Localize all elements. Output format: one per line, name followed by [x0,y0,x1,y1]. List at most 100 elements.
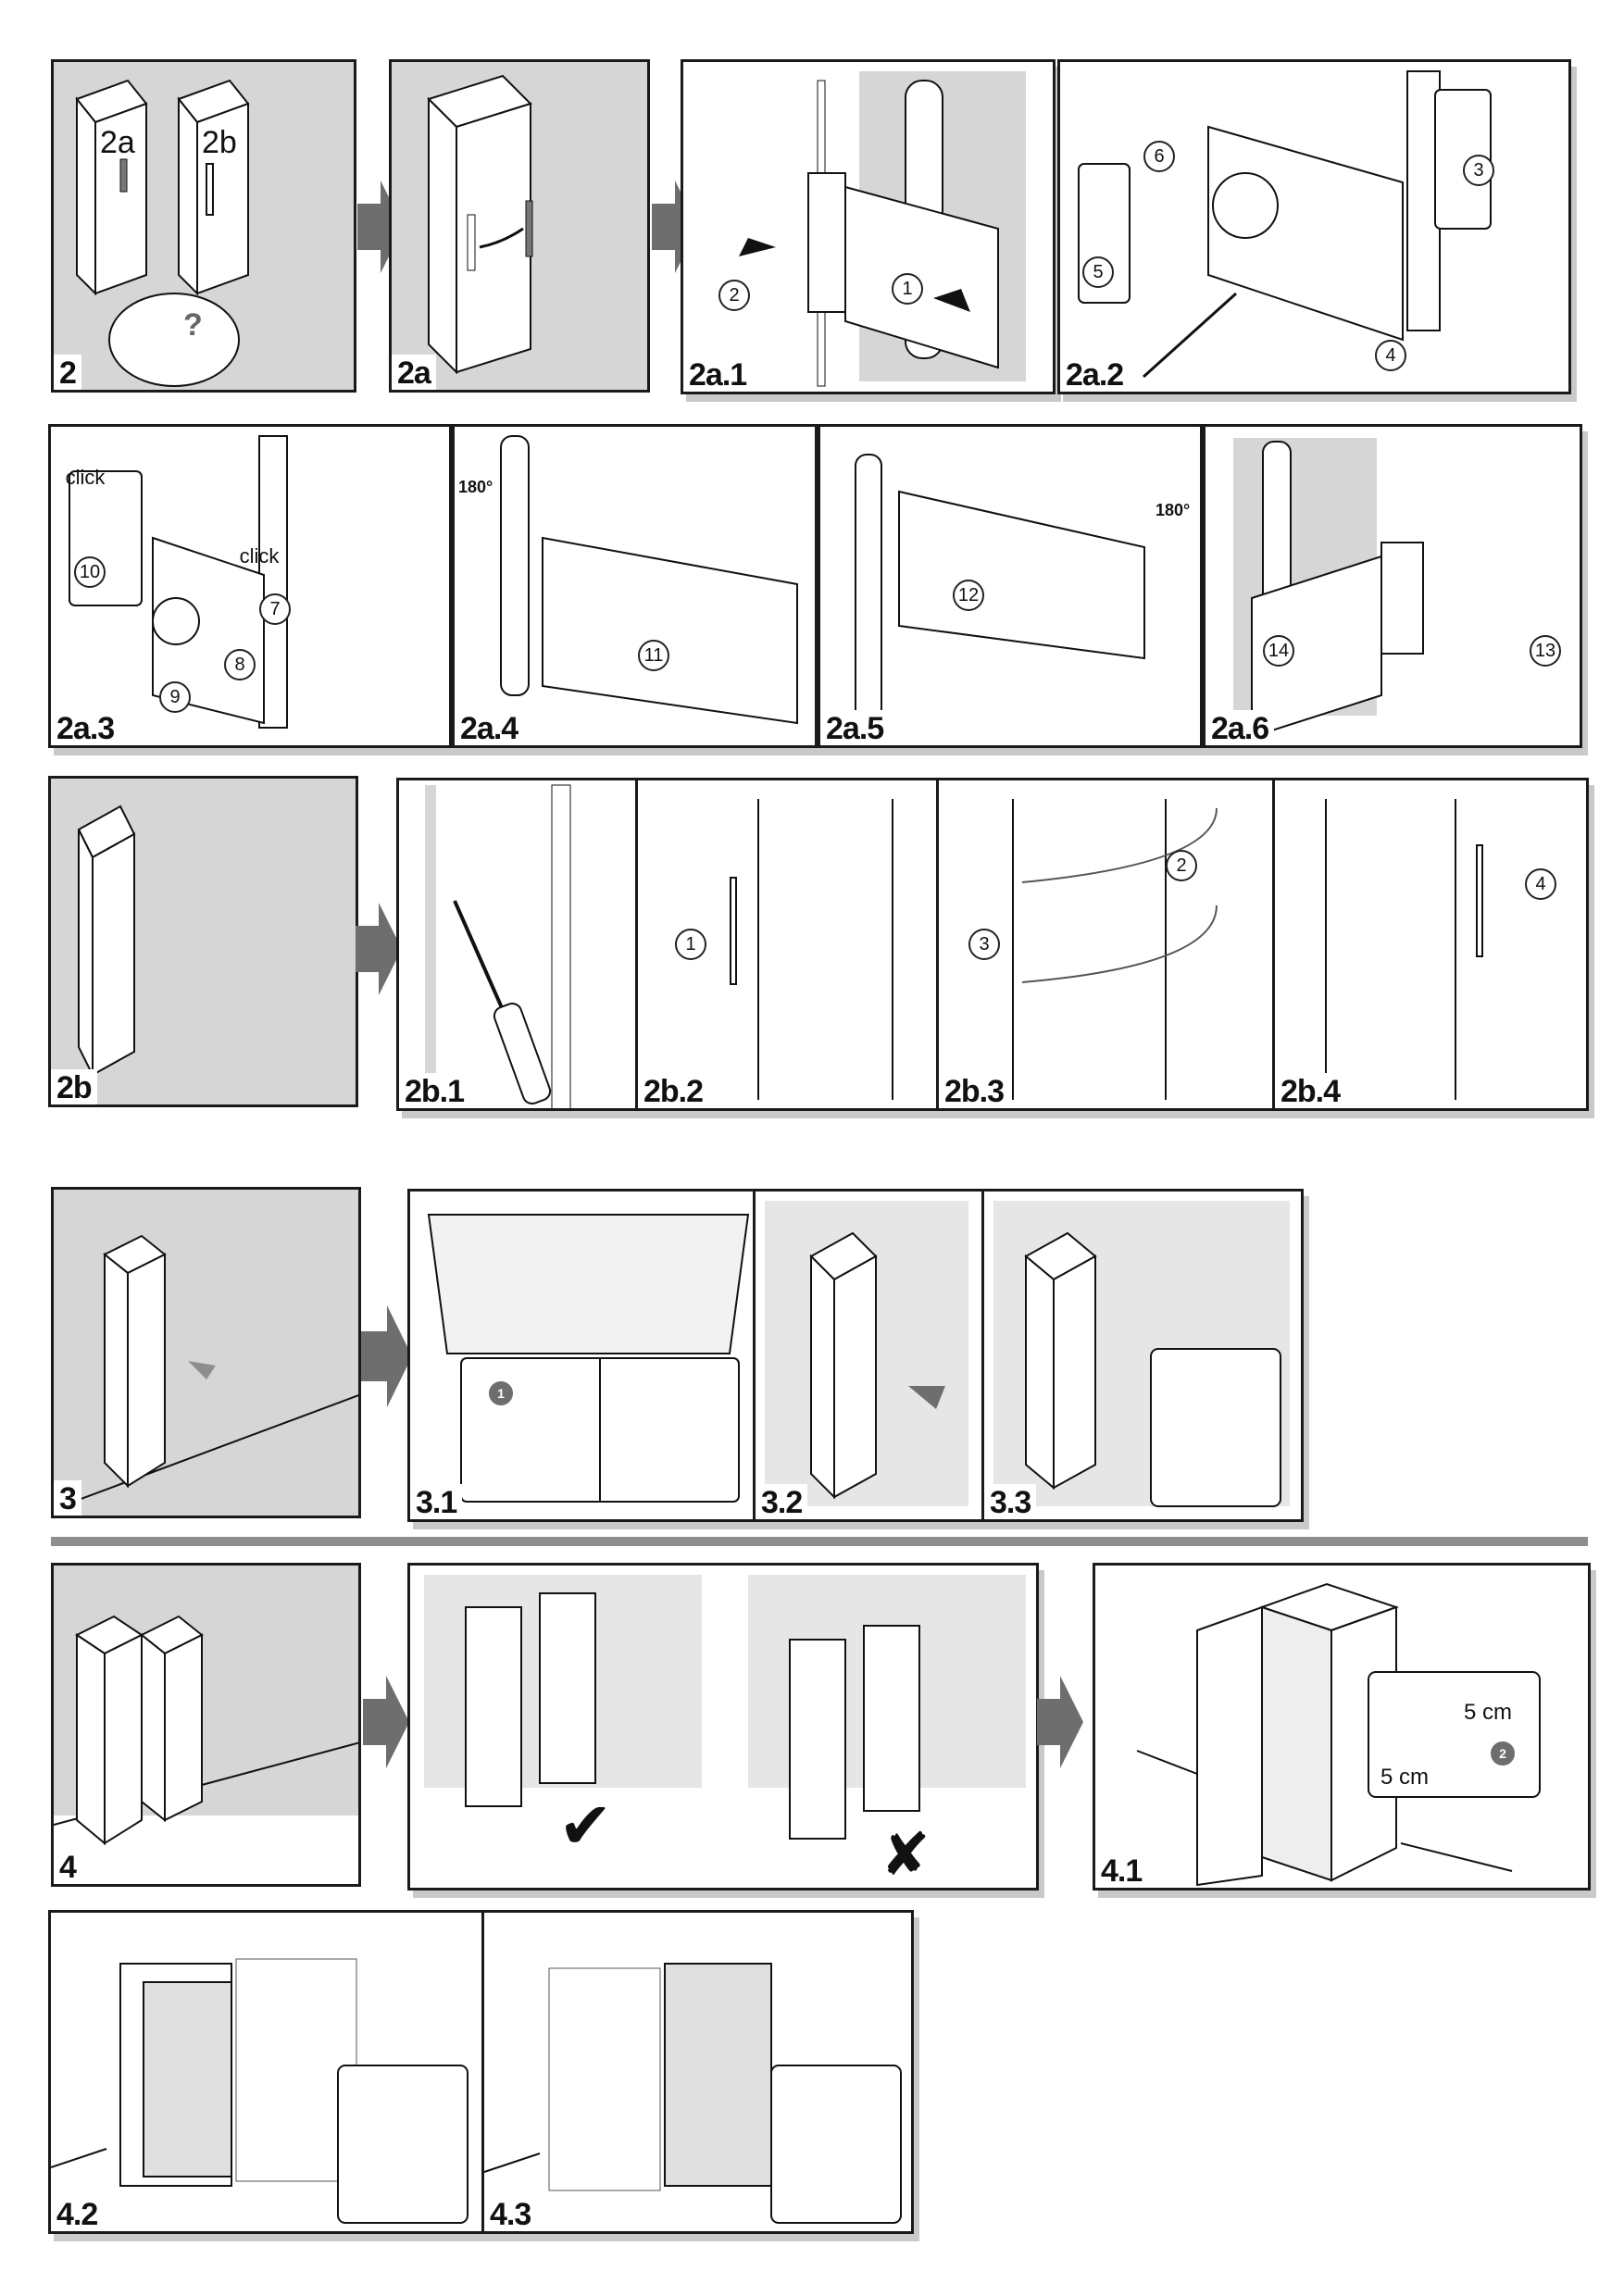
panel-label: 4.1 [1095,1853,1148,1888]
panel-2a-6: 13 14 2a.6 [1203,424,1582,748]
panel-3-2: 3.2 [756,1192,981,1519]
panel-2b-1: 2b.1 [399,780,635,1108]
panel-3: 3 [51,1187,361,1518]
side-by-side-leveling-right-illustration [483,1963,902,2224]
panel-label: 2a.6 [1206,710,1275,745]
click-burst: click [239,544,280,568]
step-number: 10 [74,556,106,588]
step-number: 4 [1525,868,1556,900]
step-number: 6 [1143,141,1175,172]
step-number: 14 [1263,635,1294,667]
panel-4-strip: 4.2 4.3 [48,1910,914,2234]
panel-2a-2: 3 4 5 6 2a.2 [1057,59,1571,394]
panel-2b-4: 4 2b.4 [1275,780,1586,1108]
push-to-wall-illustration [765,1201,968,1506]
panel-3-3: 3.3 [984,1192,1301,1519]
panel-4-2: 4.2 [51,1913,481,2231]
freezer-bar-handle-illustration [77,805,136,1077]
hinge-spring-removal-illustration [1078,70,1492,379]
step-number: 2 [718,280,750,311]
panel-label: 2 [54,355,81,390]
panel-label: 2a [392,355,436,390]
panel-2a-1: 1 2 2a.1 [681,59,1056,394]
divider [753,1192,756,1519]
panel-4-1: 5 cm 5 cm 2 4.1 [1093,1563,1591,1890]
wrong-cross-icon: ✘ [881,1821,931,1888]
hinge-plate-refit-illustration [855,454,1145,742]
step-number: 1 [675,929,706,960]
screwdriver-cap-removal-illustration [425,784,571,1108]
plug-swap-illustration [1012,799,1218,1100]
step-number: 13 [1530,635,1561,667]
rotate-180-icon: 180° [1156,501,1191,519]
panel-label: 3.2 [756,1484,808,1519]
panel-label: 4 [54,1849,81,1884]
correct-check-icon: ✔ [558,1790,613,1862]
next-arrow-icon [361,1305,412,1407]
question-mark-icon: ? [183,307,203,343]
panel-label: 3.3 [984,1484,1037,1519]
panel-label: 2b.2 [638,1073,709,1108]
step-number: 1 [489,1381,513,1405]
gap-dimension-top: 5 cm [1464,1700,1513,1725]
option-2a-text: 2a [100,125,135,160]
two-freezers-illustration [75,79,250,387]
panel-label: 2a.1 [683,356,753,392]
panel-2: 2a 2b ? 2 [51,59,356,393]
side-by-side-leveling-left-illustration [51,1958,468,2224]
divider [981,1192,984,1519]
handle-removal-illustration [730,799,893,1100]
foot-adjustment-illustration [993,1201,1290,1507]
panel-2b-3: 2 3 2b.3 [939,780,1272,1108]
option-2b-text: 2b [202,125,237,160]
next-arrow-icon [356,903,402,995]
panel-label: 2b.4 [1275,1073,1346,1108]
panel-label: 4.3 [484,2196,537,2231]
divider [481,1913,484,2231]
step-number: 4 [1375,340,1406,371]
ventilation-gap-illustration [1136,1582,1541,1887]
panel-label: 2a.3 [51,710,120,745]
panel-2b-2: 1 2b.2 [638,780,936,1108]
freezer-handle-move-illustration [427,74,533,375]
step-number: 2 [1166,850,1197,881]
hinge-plate-screw-illustration [500,435,798,725]
hinge-cover-refit-illustration [1233,438,1424,739]
panel-label: 2b.1 [399,1073,470,1108]
step-number: 12 [953,580,984,611]
spacer-attachment-illustration [427,1214,750,1503]
step-number: 3 [968,929,1000,960]
panel-2a-5: 180° 12 2a.5 [818,424,1203,748]
panel-2b-strip: 2b.1 1 2b.2 2 3 2b.3 4 2b.4 [396,778,1589,1111]
panel-label: 3 [54,1480,81,1516]
divider [1272,780,1275,1108]
section-separator [51,1537,1588,1546]
panel-4-3: 4.3 [483,1913,911,2231]
panel-door-orientation-compare: ✔ ✘ [407,1563,1039,1890]
panel-label: 2a.2 [1060,356,1130,392]
hinge-cover-removal-illustration [739,71,1026,387]
step-number: 7 [259,593,291,625]
panel-4: 4 [51,1563,361,1887]
step-number: 2 [1491,1741,1515,1766]
panel-2a: 2a [389,59,650,393]
panel-label: 2a.4 [455,710,524,745]
gap-dimension-side: 5 cm [1380,1765,1430,1790]
panel-2a-4: 180° 11 2a.4 [452,424,818,748]
next-arrow-icon [1037,1676,1083,1768]
step-number: 9 [159,681,191,713]
door-orientation-illustration [424,1575,1026,1840]
step-number: 1 [892,273,923,305]
step-number: 8 [224,649,256,680]
panel-label: 3.1 [410,1484,463,1519]
panel-label: 2a.5 [820,710,890,745]
panel-label: 4.2 [51,2196,104,2231]
click-burst: click [65,466,106,489]
panel-3-strip: 1 3.1 3.2 3.3 [407,1189,1304,1522]
divider [936,780,939,1108]
side-by-side-placement-illustration [54,1615,358,1884]
step-number: 11 [638,640,669,671]
panel-2a-3: click click 7 8 9 10 2a.3 [48,424,452,748]
rotate-180-icon: 180° [458,478,493,496]
next-arrow-icon [363,1676,409,1768]
